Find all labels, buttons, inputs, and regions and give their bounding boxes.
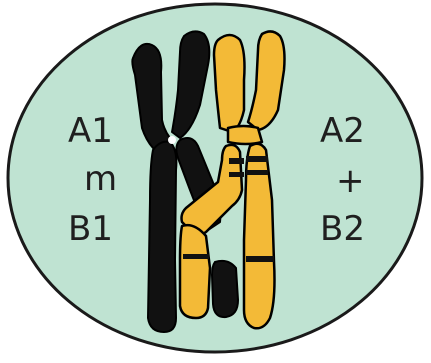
dark-chromatid-crossover-segment <box>212 261 238 317</box>
light-chromatid-left-upper <box>214 35 245 132</box>
right-label-middle: + <box>336 161 365 201</box>
band-plus-right <box>246 170 268 175</box>
right-label-bottom: B2 <box>320 209 365 249</box>
right-label-top: A2 <box>320 111 365 151</box>
band-a2-right <box>246 156 268 162</box>
band-b2-left <box>183 254 209 259</box>
band-b2-right <box>246 256 274 262</box>
dark-centromere <box>168 136 176 144</box>
light-chromatid-waist <box>228 126 262 144</box>
left-label-bottom: B1 <box>68 209 113 249</box>
left-label-top: A1 <box>68 111 113 151</box>
dark-chromatid-left-lower <box>148 142 176 332</box>
light-chromatid-left-lower <box>180 225 210 318</box>
band-a2-left <box>229 158 244 164</box>
left-label-middle: m <box>84 159 117 199</box>
band-plus-left <box>229 172 244 177</box>
